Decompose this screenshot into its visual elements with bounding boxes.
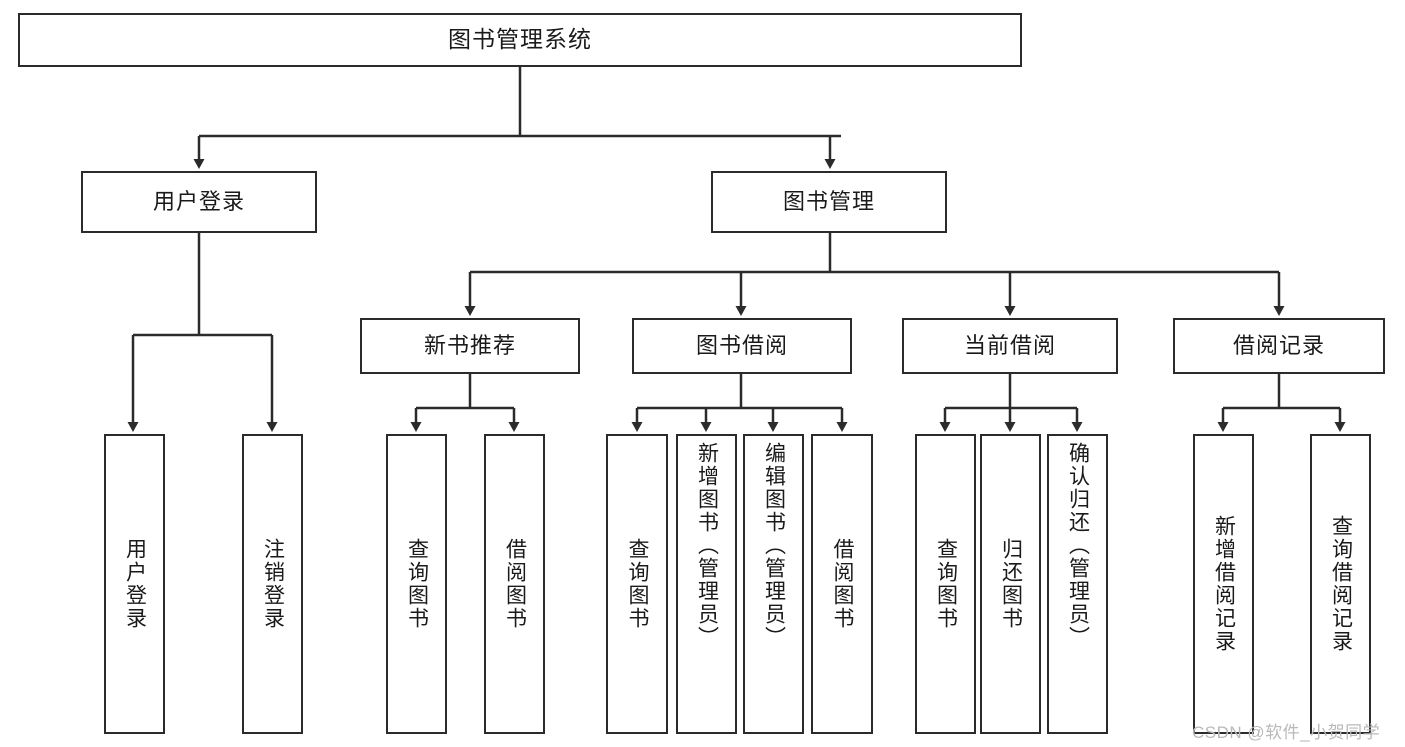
leaf-borrow-book-2[interactable]: 借阅图书 — [811, 434, 873, 734]
node-label: 新书推荐 — [423, 332, 516, 358]
leaf-query-book-2[interactable]: 查询图书 — [606, 434, 668, 734]
node-label: 归还图书 — [999, 538, 1023, 630]
leaf-edit-book[interactable]: 编辑图书（管理员） — [743, 434, 804, 734]
leaf-query-book-3[interactable]: 查询图书 — [915, 434, 976, 734]
node-new-book-recommend[interactable]: 新书推荐 — [360, 318, 580, 374]
node-book-manage[interactable]: 图书管理 — [711, 171, 947, 233]
node-label: 查询借阅记录 — [1329, 515, 1353, 653]
node-user-login[interactable]: 用户登录 — [81, 171, 317, 233]
node-label: 借阅记录 — [1232, 332, 1325, 358]
node-label: 查询图书 — [934, 538, 958, 630]
node-label: 查询图书 — [405, 538, 429, 630]
node-label: 图书管理 — [782, 188, 875, 214]
node-current-borrow[interactable]: 当前借阅 — [902, 318, 1118, 374]
node-book-borrow[interactable]: 图书借阅 — [632, 318, 852, 374]
node-label: 借阅图书 — [503, 538, 527, 630]
leaf-logout-login[interactable]: 注销登录 — [242, 434, 303, 734]
node-label: 当前借阅 — [963, 332, 1056, 358]
node-label: 编辑图书（管理员） — [762, 442, 786, 649]
node-label: 新增借阅记录 — [1212, 515, 1236, 653]
leaf-query-record[interactable]: 查询借阅记录 — [1310, 434, 1371, 734]
csdn-watermark: CSDN @软件_小贺同学 — [1192, 723, 1381, 742]
leaf-return-book[interactable]: 归还图书 — [980, 434, 1041, 734]
leaf-borrow-book-1[interactable]: 借阅图书 — [484, 434, 545, 734]
node-label: 图书借阅 — [695, 332, 788, 358]
leaf-add-book[interactable]: 新增图书（管理员） — [676, 434, 737, 734]
node-borrow-record[interactable]: 借阅记录 — [1173, 318, 1385, 374]
node-label: 新增图书（管理员） — [695, 442, 719, 649]
leaf-query-book-1[interactable]: 查询图书 — [386, 434, 447, 734]
node-label: 用户登录 — [123, 538, 147, 630]
node-label: 查询图书 — [626, 538, 649, 630]
node-label: 注销登录 — [261, 538, 285, 630]
node-label: 借阅图书 — [831, 538, 854, 630]
node-label: 用户登录 — [152, 188, 245, 214]
leaf-confirm-return[interactable]: 确认归还（管理员） — [1047, 434, 1108, 734]
node-label: 图书管理系统 — [448, 26, 592, 53]
leaf-add-record[interactable]: 新增借阅记录 — [1193, 434, 1254, 734]
node-label: 确认归还（管理员） — [1066, 442, 1090, 649]
node-root-system[interactable]: 图书管理系统 — [18, 13, 1022, 67]
leaf-user-login[interactable]: 用户登录 — [104, 434, 165, 734]
